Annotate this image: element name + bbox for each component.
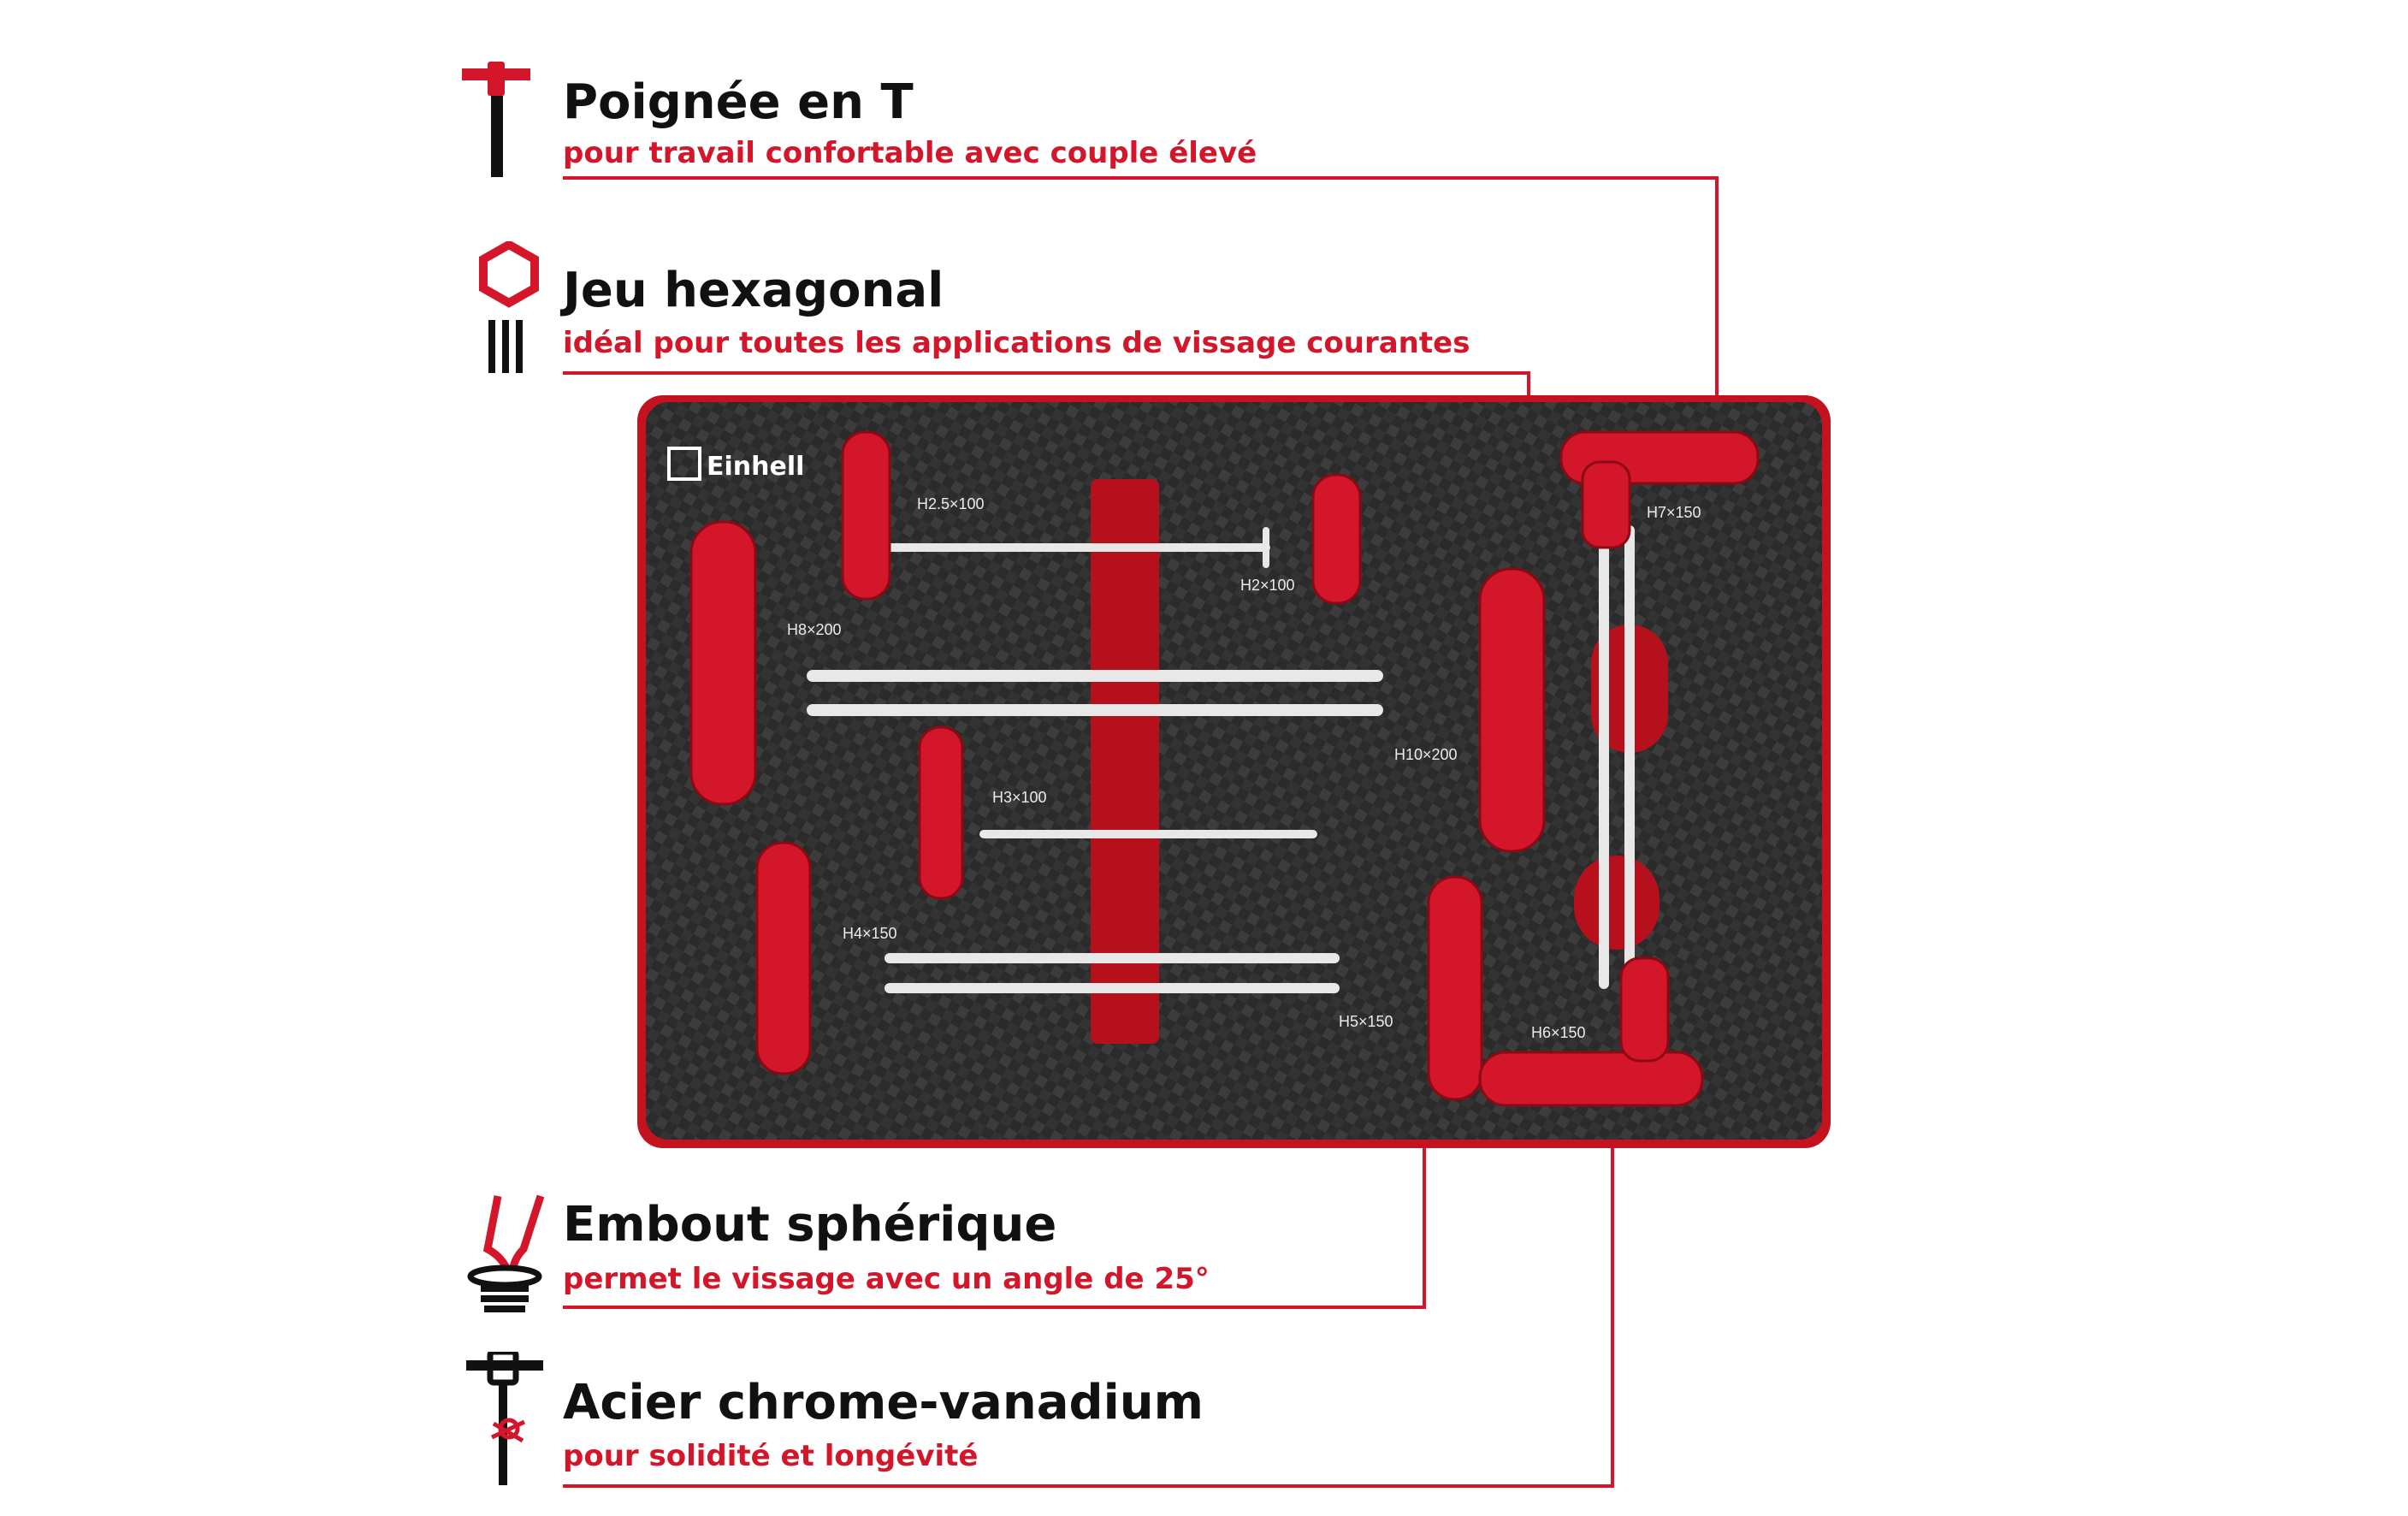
size-label: H2.5×100 (917, 495, 985, 512)
hexagon-set-icon (475, 240, 543, 382)
feature-title-chrome-vanadium: Acier chrome-vanadium (563, 1375, 1204, 1430)
tray-brand-label: Einhell (707, 452, 804, 482)
feature-subtitle-t-handle: pour travail confortable avec couple éle… (563, 136, 1257, 170)
ball-end-icon (462, 1189, 547, 1321)
size-label: H2×100 (1240, 577, 1295, 594)
t-handle-icon (462, 62, 539, 185)
feature-title-hexagon: Jeu hexagonal (563, 263, 944, 318)
chrome-vanadium-icon (466, 1348, 552, 1492)
size-label: H6×150 (1531, 1024, 1586, 1041)
feature-subtitle-hexagon: idéal pour toutes les applications de vi… (563, 326, 1470, 360)
feature-title-t-handle: Poignée en T (563, 74, 914, 130)
tool-size-labels: H2.5×100 H2×100 H8×200 H10×200 H7×150 H3… (787, 495, 1701, 1041)
size-label: H3×100 (992, 789, 1047, 806)
size-label: H7×150 (1647, 504, 1701, 521)
size-label: H8×200 (787, 621, 842, 638)
feature-subtitle-ball-end: permet le vissage avec un angle de 25° (563, 1262, 1210, 1296)
einhell-logo: Einhell (667, 447, 804, 482)
size-label: H4×150 (843, 925, 897, 942)
feature-title-ball-end: Embout sphérique (563, 1197, 1057, 1252)
size-label: H10×200 (1394, 746, 1458, 763)
size-label: H5×150 (1339, 1013, 1393, 1030)
feature-subtitle-chrome-vanadium: pour solidité et longévité (563, 1439, 979, 1473)
